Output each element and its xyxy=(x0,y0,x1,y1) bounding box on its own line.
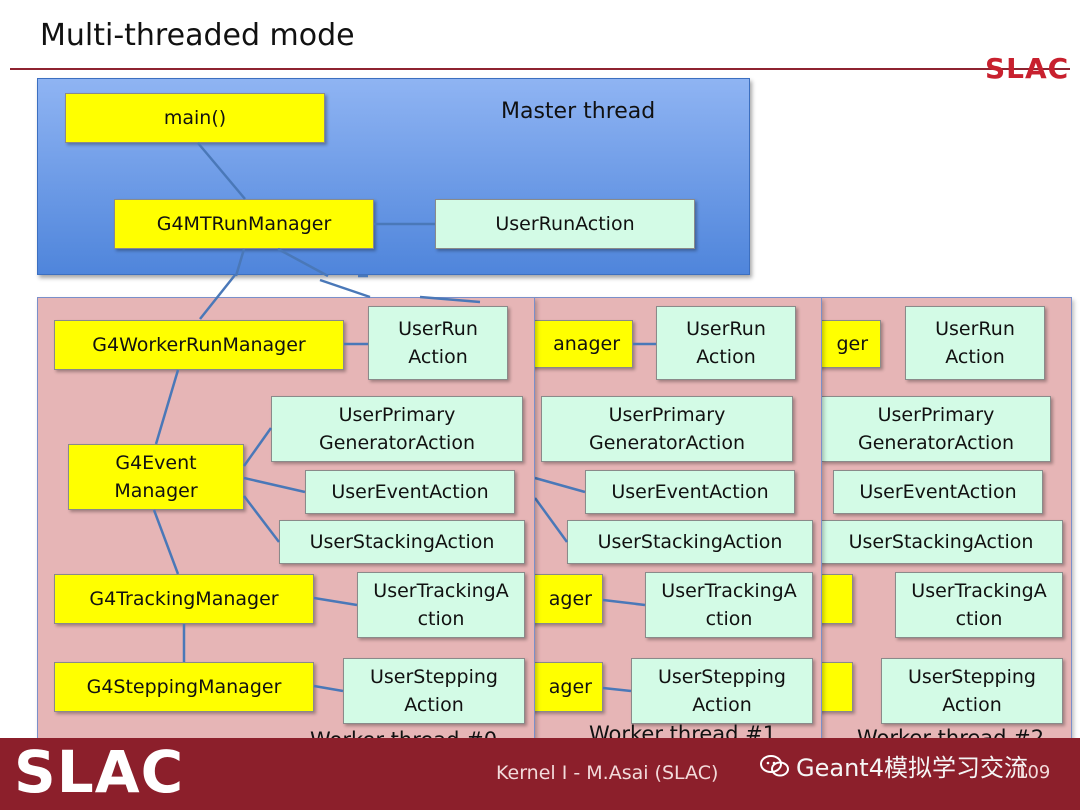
slac-logo: SLAC xyxy=(985,52,1070,85)
w0-connectors xyxy=(152,342,368,693)
w1-run-manager-fragment: anager xyxy=(553,333,620,355)
w1-user-primary-generator-action: UserPrimary GeneratorAction xyxy=(541,396,793,462)
w2-user-event-action: UserEventAction xyxy=(833,470,1043,514)
title-divider xyxy=(10,68,1070,70)
w0-user-stepping-action: UserStepping Action xyxy=(343,658,525,724)
w0-user-stacking-action: UserStackingAction xyxy=(279,520,525,564)
wechat-icon xyxy=(760,754,789,776)
w0-event-manager-box: G4Event Manager xyxy=(68,444,244,510)
master-thread-panel: Master thread main() G4MTRunManager User… xyxy=(37,78,750,278)
w1-connectors xyxy=(533,342,656,693)
w2-user-stacking-action: UserStackingAction xyxy=(819,520,1063,564)
footer-slac-logo: SLAC xyxy=(14,738,185,806)
master-thread-label: Master thread xyxy=(501,99,656,124)
w0-user-tracking-action: UserTrackingA ction xyxy=(357,572,525,638)
w1-user-run-action: UserRun Action xyxy=(656,306,796,380)
w2-user-stepping-action: UserStepping Action xyxy=(881,658,1063,724)
footer-text: Kernel I - M.Asai (SLAC) xyxy=(496,762,719,784)
w0-user-primary-generator-action: UserPrimary GeneratorAction xyxy=(271,396,523,462)
w0-tracking-manager-box: G4TrackingManager xyxy=(54,574,314,624)
w2-user-primary-generator-action: UserPrimary GeneratorAction xyxy=(821,396,1051,462)
slide-title: Multi-threaded mode xyxy=(40,18,355,53)
w1-user-tracking-action: UserTrackingA ction xyxy=(645,572,813,638)
worker-thread-0-panel: G4WorkerRunManager UserRun Action UserPr… xyxy=(37,297,535,767)
watermark-text: Geant4模拟学习交流 xyxy=(796,754,1028,782)
main-function-box: main() xyxy=(65,93,325,143)
w2-user-run-action: UserRun Action xyxy=(905,306,1045,380)
w2-user-tracking-action: UserTrackingA ction xyxy=(895,572,1063,638)
wechat-watermark: Geant4模拟学习交流 xyxy=(760,748,1028,783)
w1-user-stepping-action: UserStepping Action xyxy=(631,658,813,724)
w0-worker-run-manager-box: G4WorkerRunManager xyxy=(54,320,344,370)
w1-tracking-manager-fragment: ager xyxy=(548,588,592,610)
w0-stepping-manager-box: G4SteppingManager xyxy=(54,662,314,712)
w1-user-stacking-action: UserStackingAction xyxy=(567,520,813,564)
master-user-run-action-box: UserRunAction xyxy=(435,199,695,249)
w1-stepping-manager-fragment: ager xyxy=(548,676,592,698)
w0-user-event-action: UserEventAction xyxy=(305,470,515,514)
w1-user-event-action: UserEventAction xyxy=(585,470,795,514)
g4mt-run-manager-box: G4MTRunManager xyxy=(114,199,374,249)
w2-run-manager-fragment: ger xyxy=(836,333,868,355)
master-connectors xyxy=(197,142,435,278)
page-number: 109 xyxy=(1016,762,1051,783)
footer-band xyxy=(0,738,1080,810)
w0-user-run-action: UserRun Action xyxy=(368,306,508,380)
